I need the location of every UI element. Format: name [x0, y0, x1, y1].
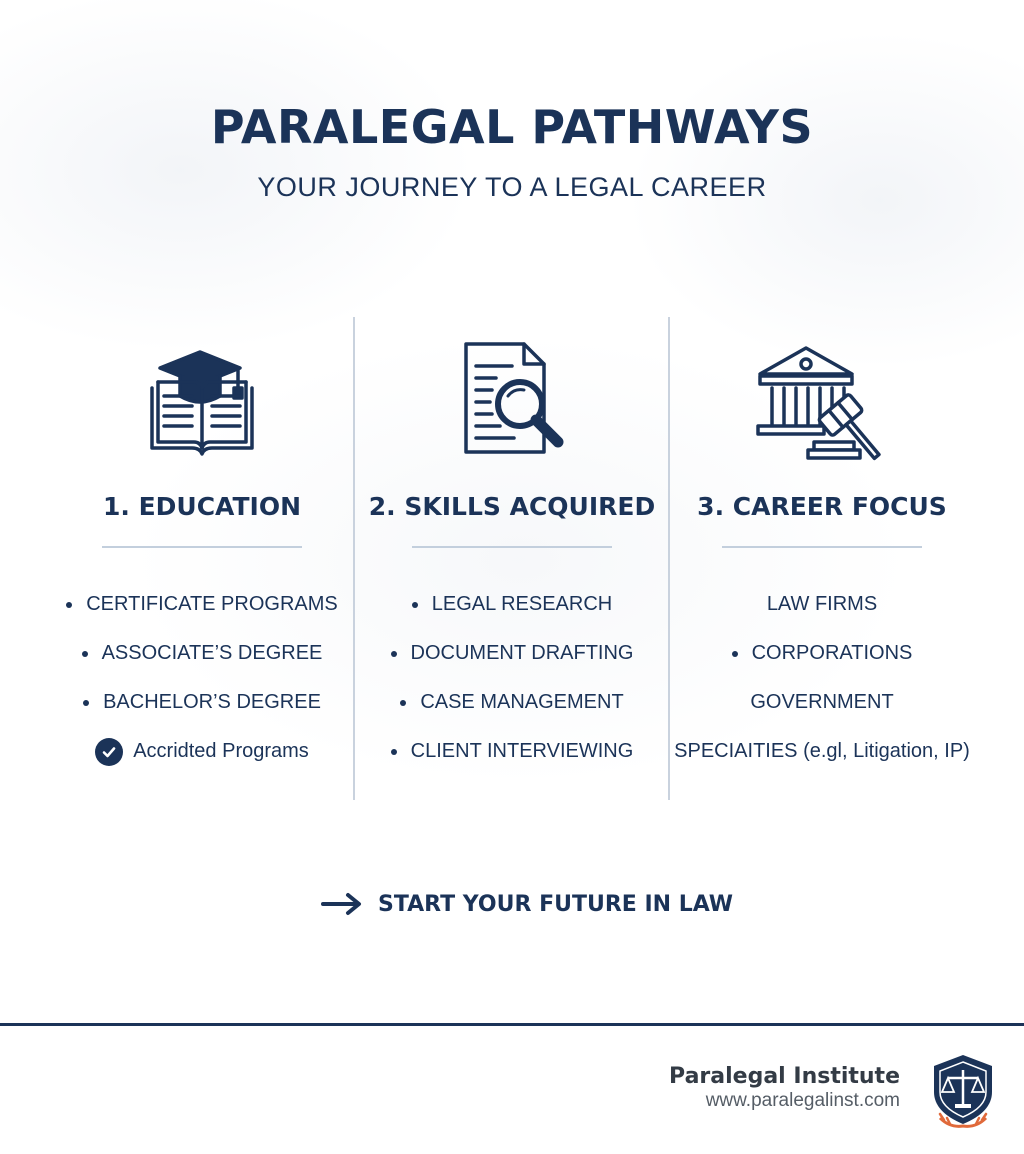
institute-name: Paralegal Institute: [669, 1064, 900, 1089]
page-title: PARALEGAL PATHWAYS: [210, 100, 814, 154]
footer-divider: [0, 1023, 1024, 1026]
column-heading: 1. EDUCATION: [102, 492, 301, 521]
cta-label: START YOUR FUTURE IN LAW: [378, 891, 734, 917]
education-list: CERTIFICATE PROGRAMS ASSOCIATE’S DEGREE …: [52, 580, 352, 776]
list-item: BACHELOR’S DEGREE: [52, 678, 352, 727]
list-item: CERTIFICATE PROGRAMS: [52, 580, 352, 629]
arrow-right-icon: [321, 893, 361, 915]
bullet-icon: [400, 699, 407, 706]
bullet-icon: [390, 650, 397, 657]
heading-underline: [412, 546, 612, 548]
bullet-icon: [81, 650, 88, 657]
list-item: SPECIAITIES (e.gl, Litigation, IP): [674, 740, 970, 762]
column-heading: 2. SKILLS ACQUIRED: [368, 492, 656, 521]
bullet-icon: [83, 699, 90, 706]
list-item: CORPORATIONS: [672, 629, 972, 678]
courthouse-gavel-icon: [672, 330, 972, 470]
column-divider: [353, 317, 355, 800]
bullet-icon: [390, 748, 397, 755]
list-item: Accridted Programs: [52, 727, 352, 776]
cta-link[interactable]: START YOUR FUTURE IN LAW: [320, 884, 733, 924]
skills-list: LEGAL RESEARCH DOCUMENT DRAFTING CASE MA…: [362, 580, 662, 776]
heading-underline: [102, 546, 302, 548]
document-search-icon: [362, 330, 662, 470]
heading-underline: [722, 546, 922, 548]
list-item: LAW FIRMS: [766, 593, 878, 615]
background: [0, 0, 1024, 1024]
list-item: CLIENT INTERVIEWING: [362, 727, 662, 776]
list-item: ASSOCIATE’S DEGREE: [52, 629, 352, 678]
career-list: LAW FIRMS CORPORATIONS GOVERNMENT SPECIA…: [672, 580, 972, 776]
list-item: LEGAL RESEARCH: [362, 580, 662, 629]
scales-shield-logo: [928, 1052, 998, 1132]
list-item: CASE MANAGEMENT: [362, 678, 662, 727]
bullet-icon: [411, 601, 418, 608]
list-item: DOCUMENT DRAFTING: [362, 629, 662, 678]
page-subtitle: YOUR JOURNEY TO A LEGAL CAREER: [257, 172, 767, 202]
list-item: GOVERNMENT: [750, 691, 894, 713]
bullet-icon: [731, 650, 738, 657]
column-divider: [668, 317, 670, 800]
column-heading: 3. CAREER FOCUS: [697, 492, 947, 521]
bullet-icon: [66, 601, 73, 608]
graduation-book-icon: [52, 330, 352, 470]
institute-url[interactable]: www.paralegalinst.com: [705, 1090, 900, 1111]
checkmark-icon: [95, 737, 124, 766]
